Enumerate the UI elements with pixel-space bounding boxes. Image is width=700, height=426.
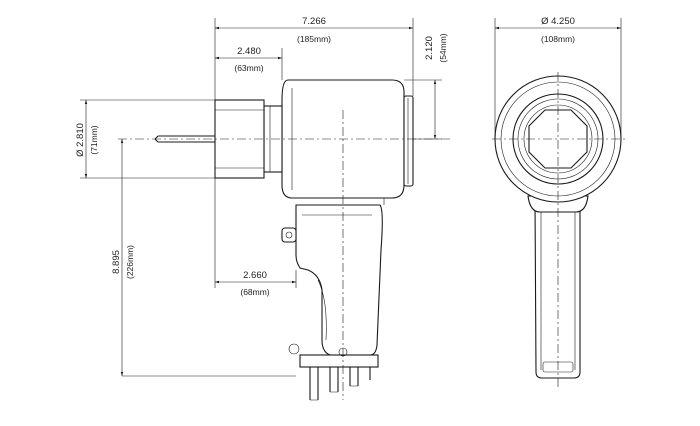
dim-total-height: 8.895 <box>111 250 122 274</box>
tool-bit <box>154 135 215 143</box>
air-fittings <box>309 367 371 400</box>
dim-body-diameter-metric: (108mm) <box>541 34 575 44</box>
base-plate <box>299 354 379 368</box>
dim-nose-diameter: Ø 2.810 <box>75 123 86 157</box>
front-dimension <box>494 18 622 139</box>
dim-nose-length: 2.480 <box>237 46 261 57</box>
grip <box>295 204 383 356</box>
dim-grip-offset-metric: (68mm) <box>240 287 269 297</box>
dim-total-height-metric: (226mm) <box>125 245 135 279</box>
socket <box>528 109 588 169</box>
dim-overall-length: 7.266 <box>302 16 326 27</box>
front-grip <box>534 199 581 379</box>
front-view <box>492 72 625 390</box>
dim-nose-diameter-metric: (71mm) <box>89 125 99 154</box>
side-view <box>118 79 450 401</box>
dim-top-offset: 2.120 <box>424 36 435 60</box>
dim-nose-length-metric: (63mm) <box>234 63 263 73</box>
trigger-button <box>281 227 297 243</box>
dim-grip-offset: 2.660 <box>243 270 267 281</box>
dim-overall-length-metric: (185mm) <box>297 34 331 44</box>
dim-top-offset-metric: (54mm) <box>438 33 448 62</box>
rear-flange <box>403 95 414 187</box>
dim-body-diameter: Ø 4.250 <box>541 16 575 27</box>
dimension-lines <box>80 18 442 377</box>
